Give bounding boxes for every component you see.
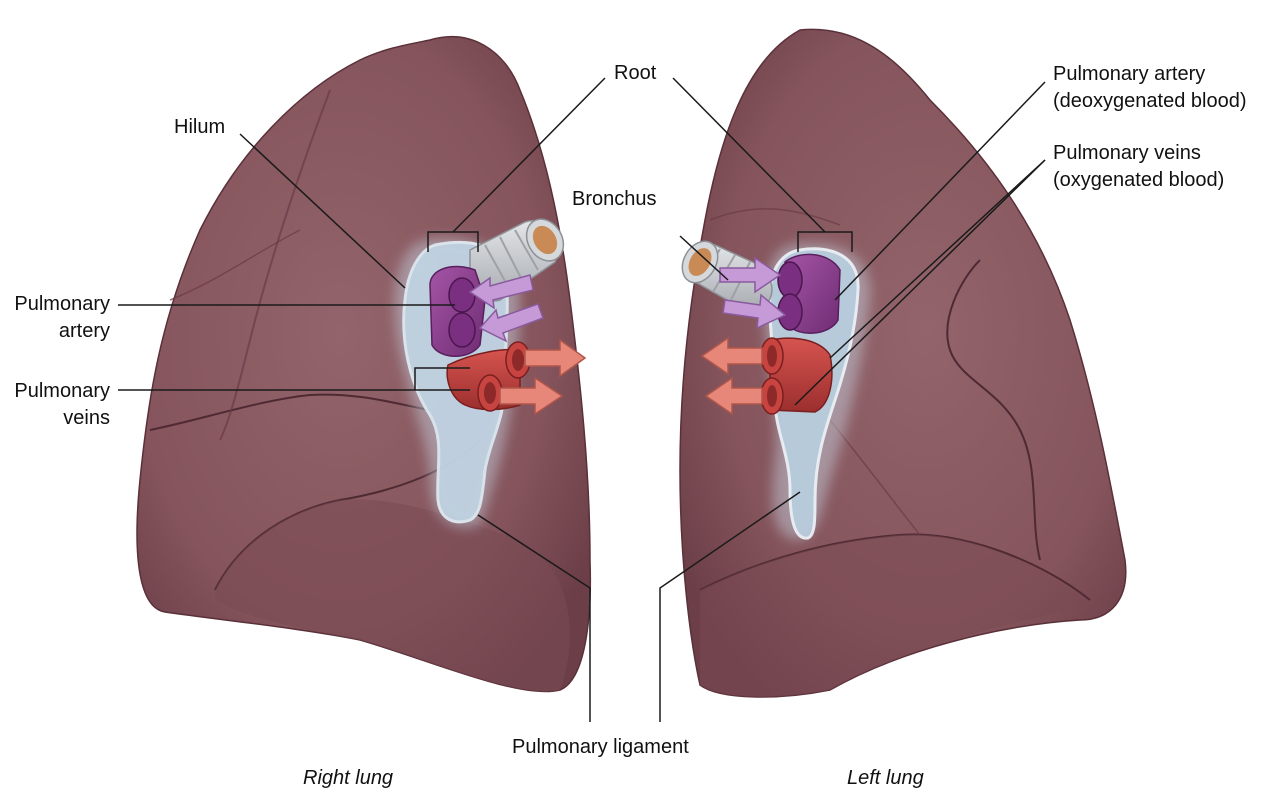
arrow-left-icon bbox=[478, 303, 544, 343]
right-artery-arrows bbox=[468, 274, 544, 343]
arrow-right-icon bbox=[722, 293, 787, 330]
right-lung-caption: Right lung bbox=[303, 767, 394, 789]
pulmonary-ligament-leader-right bbox=[477, 514, 591, 722]
left-lung-caption: Left lung bbox=[847, 767, 924, 789]
left-pulmonary-veins bbox=[760, 337, 833, 415]
arrow-right-icon bbox=[719, 256, 782, 294]
left-cardiac-notch bbox=[946, 259, 1041, 561]
right-upper-lobe-ridge bbox=[219, 89, 331, 441]
pulmonary-ligament-label: Pulmonary ligament bbox=[512, 736, 689, 758]
bronchus-leader bbox=[679, 235, 729, 281]
left-lingula-crease bbox=[829, 419, 921, 536]
pulmonary-artery-label-right-line2: artery bbox=[58, 320, 110, 342]
arrow-left-icon bbox=[704, 376, 763, 416]
arrow-left-icon bbox=[700, 336, 763, 376]
left-lung bbox=[679, 28, 1127, 698]
right-lung bbox=[136, 36, 592, 693]
hilum-label: Hilum bbox=[174, 116, 226, 138]
left-artery-arrows bbox=[719, 256, 787, 330]
arrow-right-icon bbox=[524, 338, 587, 378]
right-pulmonary-artery bbox=[429, 265, 486, 357]
pulmonary-veins-label-left-line1: Pulmonary veins bbox=[1053, 142, 1201, 164]
root-leader-right bbox=[452, 77, 606, 233]
pulmonary-veins-label-right-line1: Pulmonary bbox=[14, 380, 110, 402]
pulmonary-veins-label-left-line2: (oxygenated blood) bbox=[1053, 169, 1225, 191]
right-middle-crease bbox=[169, 229, 301, 301]
pulmonary-veins-label-right-line2: veins bbox=[63, 407, 110, 429]
right-lower-lobe-shade bbox=[215, 499, 571, 692]
pulmonary-veins-leader-left-2 bbox=[794, 159, 1046, 406]
arrow-right-icon bbox=[499, 376, 564, 416]
right-vein-arrows bbox=[499, 338, 587, 416]
pulmonary-artery-leader-left bbox=[834, 81, 1046, 301]
left-lower-lobe-shade bbox=[700, 534, 1090, 697]
right-horizontal-fissure bbox=[149, 393, 431, 431]
pulmonary-ligament-leader-left bbox=[659, 491, 801, 722]
leader-lines bbox=[118, 77, 1046, 722]
left-vein-arrows bbox=[700, 336, 763, 416]
pulmonary-artery-label-left-line2: (deoxygenated blood) bbox=[1053, 90, 1247, 112]
left-pulmonary-artery bbox=[777, 253, 841, 334]
arrow-left-icon bbox=[468, 274, 534, 310]
left-upper-ridge bbox=[709, 208, 841, 226]
pulmonary-artery-label-right-line1: Pulmonary bbox=[14, 293, 110, 315]
pulmonary-veins-leader-left-1 bbox=[829, 159, 1046, 359]
root-leader-left bbox=[672, 77, 826, 233]
pulmonary-artery-label-left-line1: Pulmonary artery bbox=[1053, 63, 1206, 85]
root-label: Root bbox=[614, 62, 657, 84]
hilum-leader bbox=[239, 133, 406, 289]
bronchus-label: Bronchus bbox=[572, 188, 657, 210]
pulmonary-veins-bracket-right bbox=[414, 367, 470, 390]
